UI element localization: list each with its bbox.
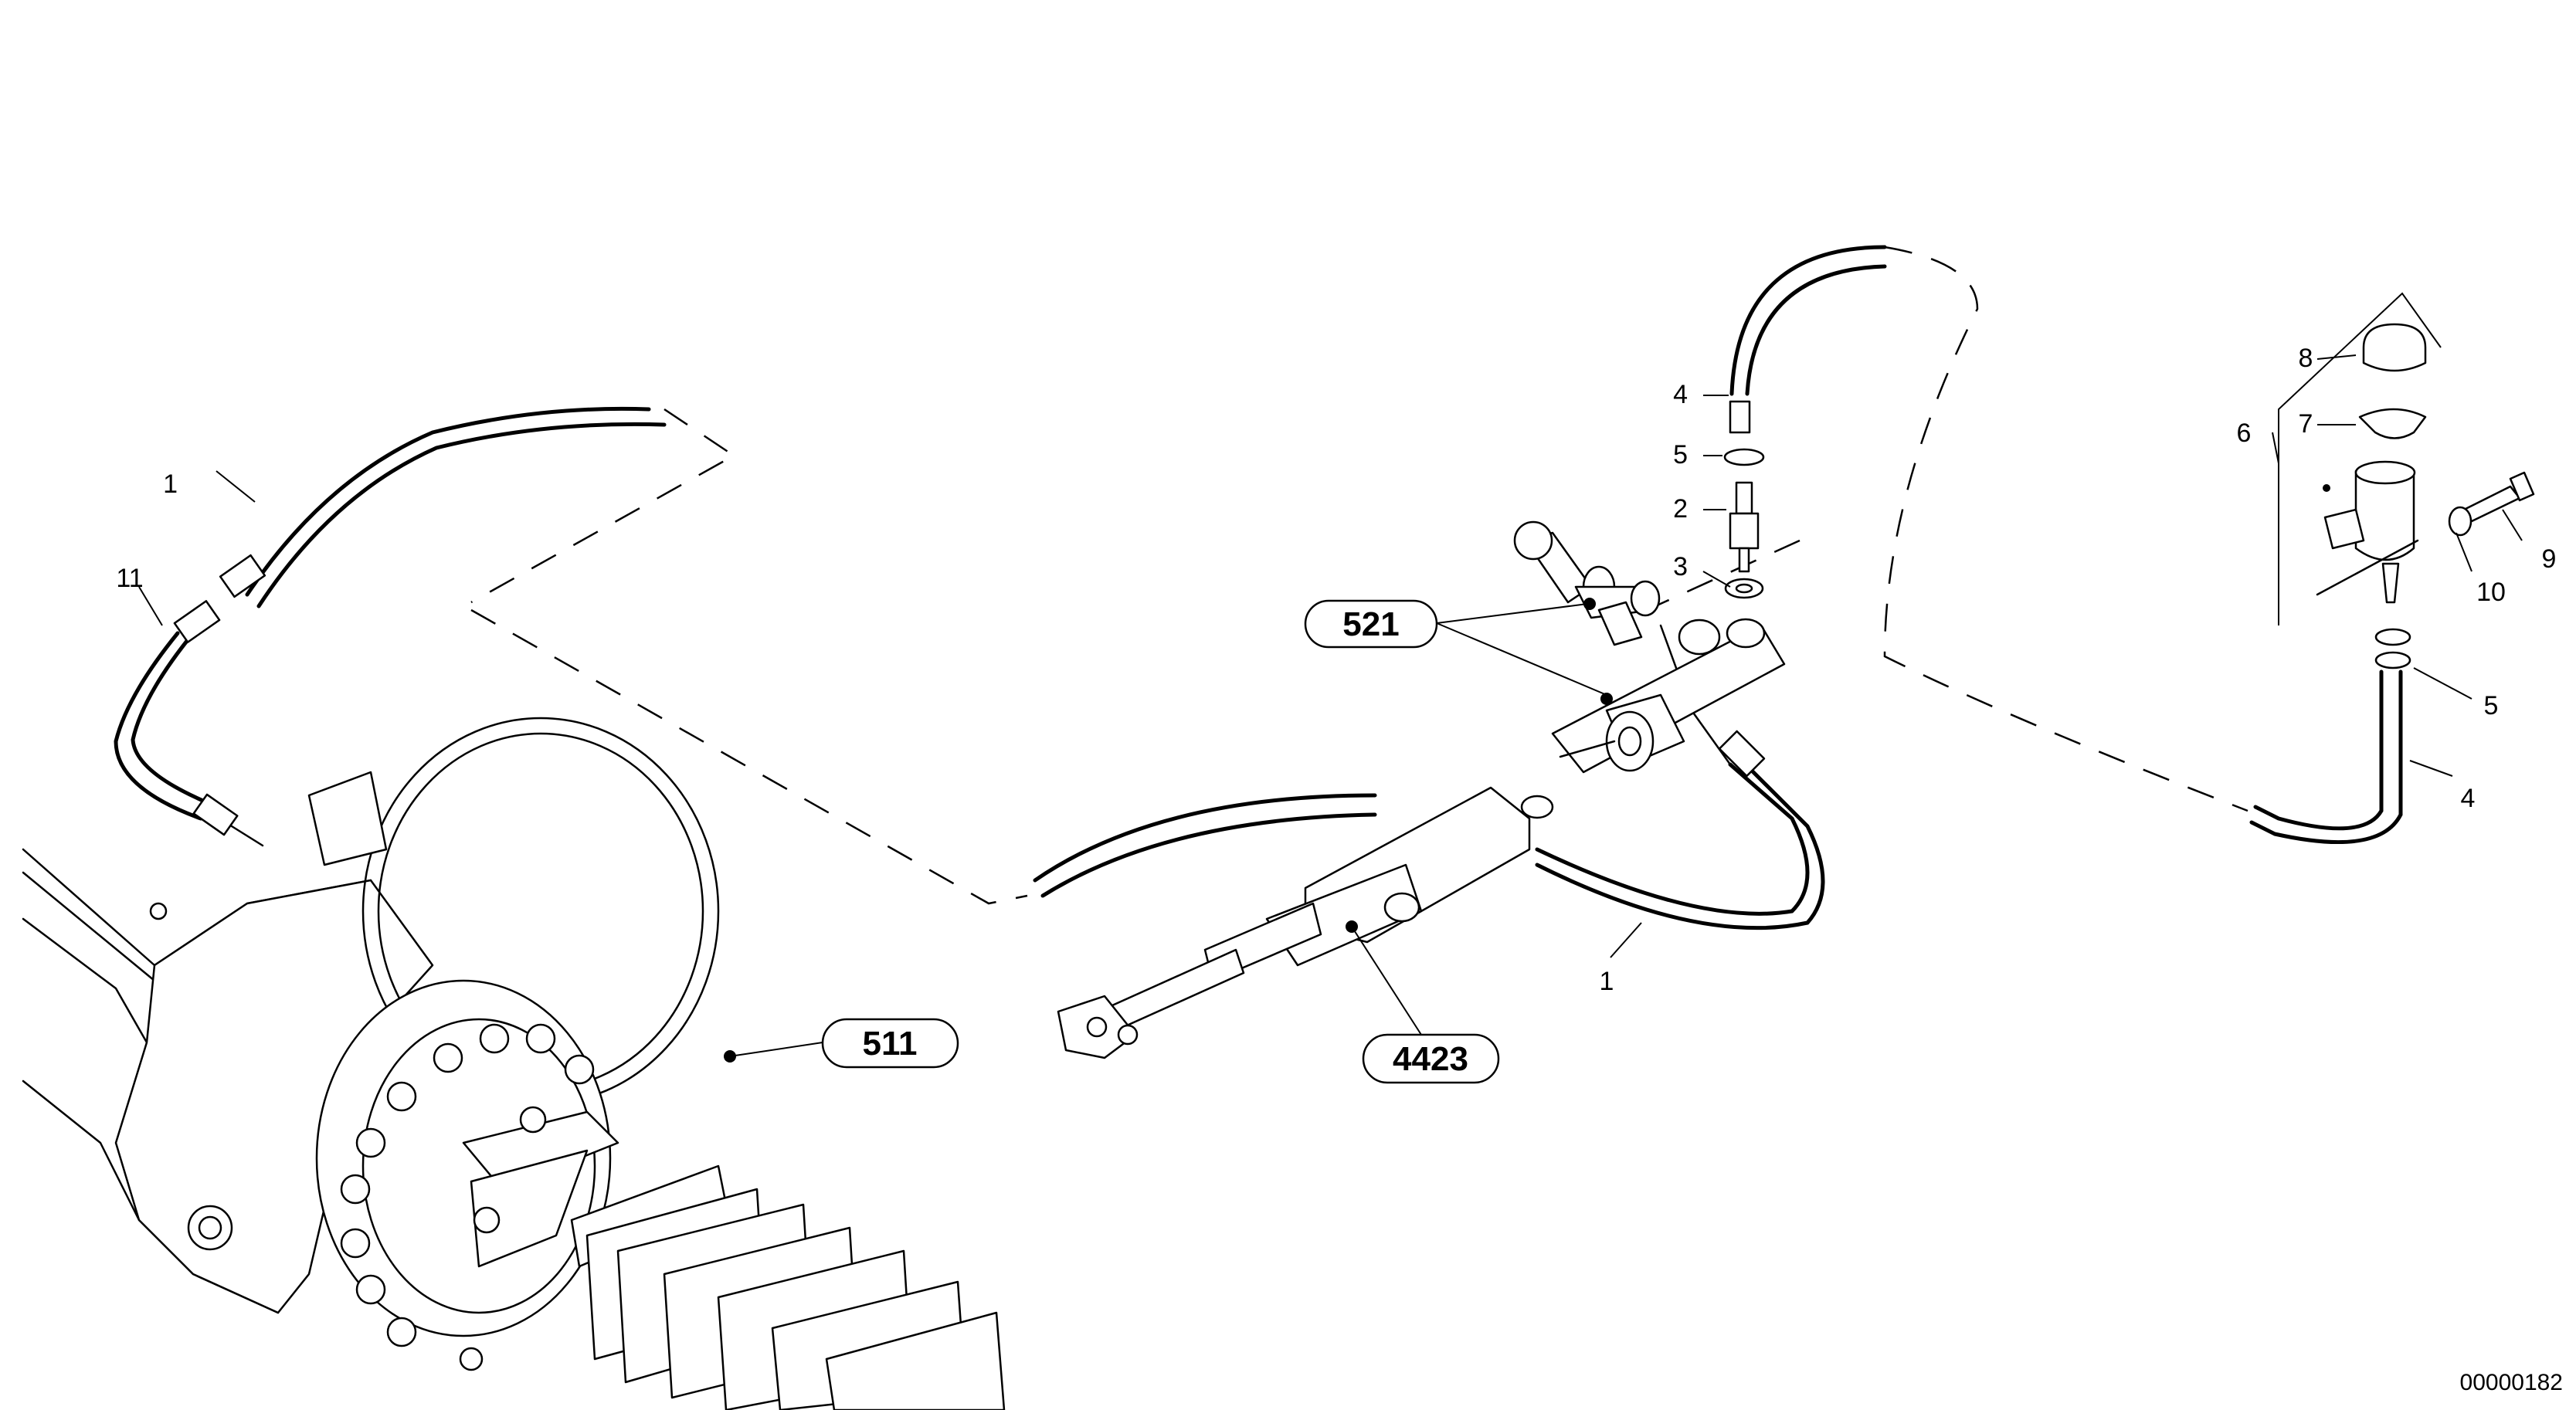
- callout-8: 8: [2299, 344, 2313, 373]
- callout-1-mid: 1: [1600, 967, 1614, 996]
- reservoir-assembly: [2249, 292, 2535, 845]
- axle-housing: [22, 717, 720, 1371]
- callout-11: 11: [116, 564, 143, 593]
- callout-3: 3: [1673, 552, 1688, 581]
- callout-2: 2: [1673, 494, 1688, 524]
- leader-lines: [138, 354, 2523, 1063]
- callout-labels: 1 11 4 5 2 3 1 8 7 6 9 10 5 4: [116, 344, 2556, 996]
- left-brake-hose: [114, 406, 667, 847]
- callout-1-left: 1: [163, 469, 178, 499]
- slave-cylinder-assembly: [1513, 520, 1786, 774]
- callout-4-top: 4: [1673, 380, 1688, 409]
- callout-7: 7: [2299, 409, 2313, 439]
- svg-text:4423: 4423: [1393, 1040, 1468, 1078]
- brake-disc-stack: [570, 1164, 1006, 1410]
- callout-6: 6: [2237, 419, 2252, 448]
- top-fitting-stack: [1723, 245, 1887, 599]
- callout-5-right: 5: [2484, 691, 2499, 720]
- dashed-connection-lines: [470, 246, 2248, 905]
- callout-10: 10: [2476, 578, 2506, 607]
- master-cylinder-assembly: [1033, 786, 1554, 1059]
- reference-521[interactable]: 521: [1304, 599, 1438, 649]
- hub-bolts: [340, 1023, 595, 1347]
- svg-text:521: 521: [1342, 605, 1399, 643]
- callout-9: 9: [2542, 544, 2557, 574]
- svg-text:511: 511: [863, 1025, 918, 1063]
- callout-4-right: 4: [2461, 784, 2476, 813]
- document-number: 00000182: [2460, 1370, 2563, 1395]
- callout-5-top: 5: [1673, 440, 1688, 469]
- reference-4423[interactable]: 4423: [1362, 1033, 1500, 1084]
- brake-line-middle: [1535, 624, 1825, 930]
- reference-511[interactable]: 511: [821, 1018, 959, 1069]
